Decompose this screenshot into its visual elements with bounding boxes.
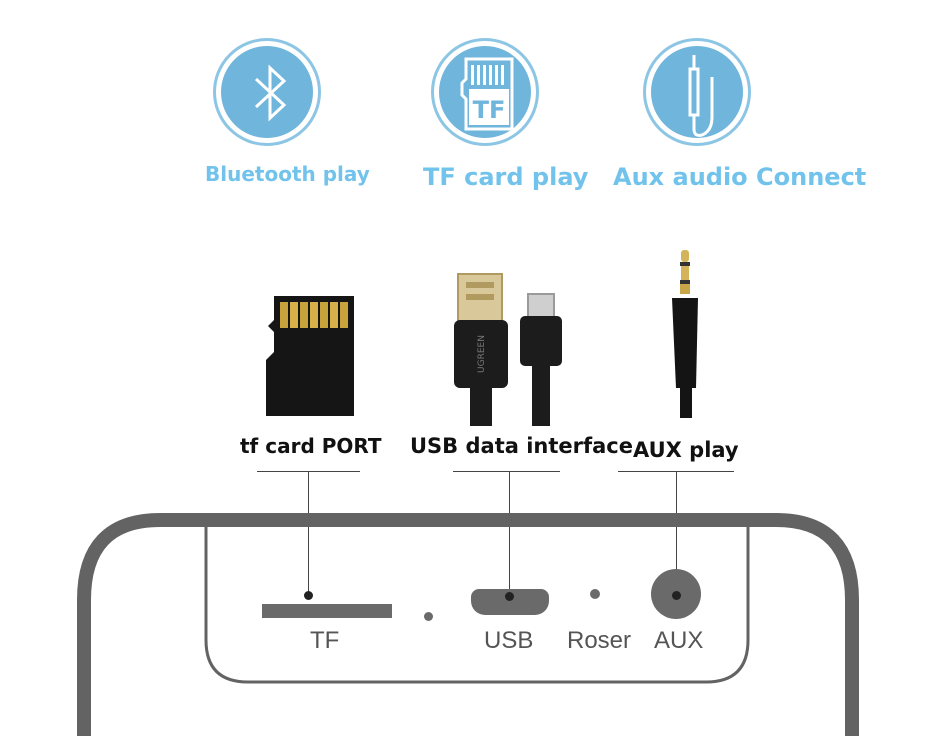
aux-panel-label: AUX — [654, 627, 704, 654]
bluetooth-feature-circle — [213, 38, 321, 146]
tf-connector-line — [308, 471, 309, 596]
aux-feature-circle — [643, 38, 751, 146]
tf-slot-dot — [304, 591, 313, 600]
aux-audio-connect-label: Aux audio Connect — [613, 163, 867, 191]
aux-cable-image — [672, 250, 698, 418]
aux-jack-dot — [672, 591, 681, 600]
aux-connector-line — [676, 471, 677, 596]
tf-icon-text: TF — [473, 96, 506, 124]
aux-cable-icon — [688, 55, 714, 137]
aux-play-label: AUX play — [633, 438, 739, 462]
reset-button-hole[interactable] — [590, 589, 600, 599]
usb-data-interface-label: USB data interface — [410, 434, 634, 458]
usb-cable-image: UGREEN — [454, 273, 562, 426]
reset-panel-label: Roser — [567, 627, 632, 654]
tf-card-port-label: tf card PORT — [240, 434, 382, 458]
usb-connector-line — [509, 471, 510, 596]
usb-port-dot — [505, 592, 514, 601]
tf-card-icon: TF — [460, 57, 514, 131]
tf-card-slot[interactable] — [262, 604, 392, 618]
usb-panel-label: USB — [484, 627, 534, 654]
tf-panel-label: TF — [310, 627, 340, 654]
tf-card-feature-circle: TF — [431, 38, 539, 146]
tf-card-play-label: TF card play — [423, 163, 589, 191]
status-led — [424, 612, 433, 621]
usb-label-underline — [453, 471, 560, 472]
bluetooth-play-label: Bluetooth play — [205, 162, 370, 186]
cable-brand-text: UGREEN — [477, 335, 487, 373]
bluetooth-icon — [254, 64, 287, 122]
micro-sd-card-image — [266, 296, 354, 416]
